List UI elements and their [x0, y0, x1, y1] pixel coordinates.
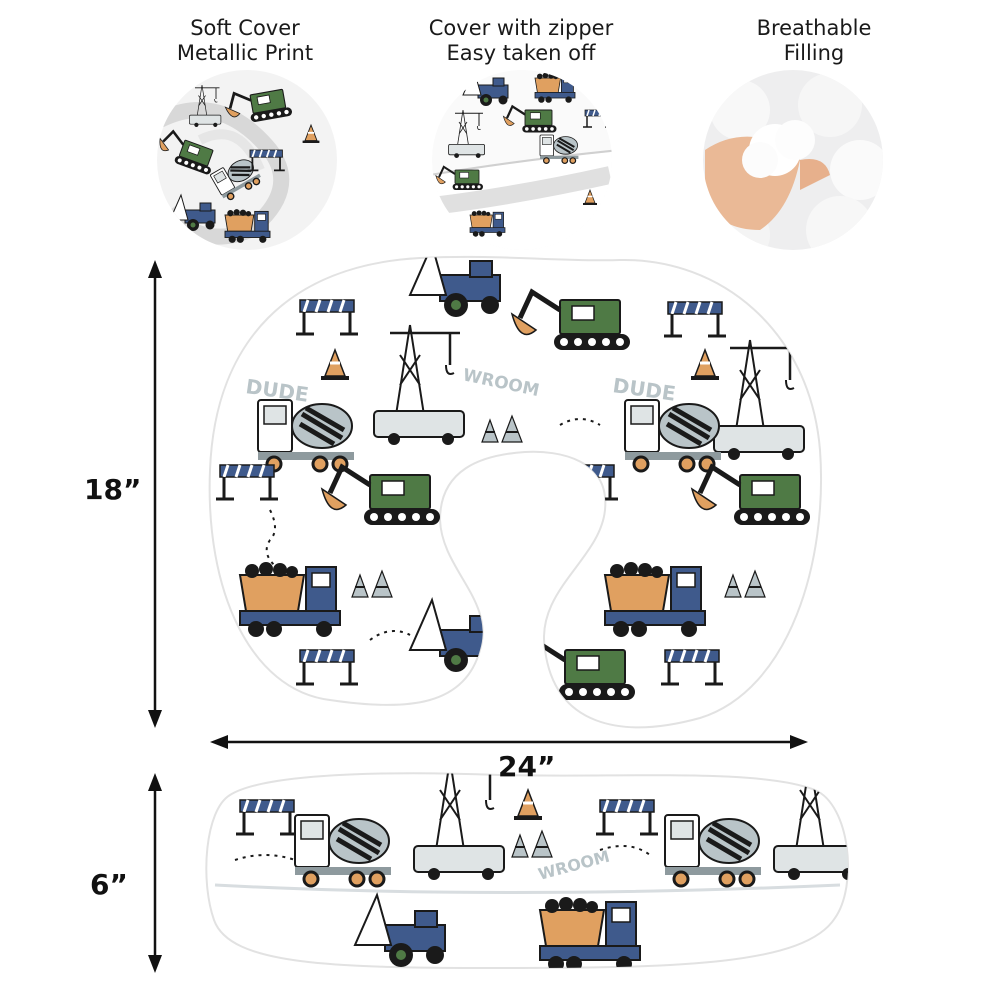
feature-caption: Soft Cover Metallic Print: [115, 16, 375, 66]
width-dimension-line: [210, 735, 808, 749]
feature-soft-cover: Soft Cover Metallic Print: [115, 0, 375, 66]
feature-zipper-cover: Cover with zipper Easy taken off: [391, 0, 651, 66]
zipper-cover-photo: [432, 70, 612, 250]
height-dimension-line: [148, 260, 162, 728]
depth-label: 6”: [90, 868, 128, 901]
caption-line: Breathable: [756, 16, 872, 40]
feature-caption: Breathable Filling: [684, 16, 944, 66]
width-label: 24”: [498, 750, 556, 783]
caption-line: Soft Cover: [190, 16, 300, 40]
nursing-pillow-top: [208, 255, 822, 729]
feature-caption: Cover with zipper Easy taken off: [391, 16, 651, 66]
caption-line: Cover with zipper: [428, 16, 614, 40]
breathable-filling-photo: [703, 70, 883, 250]
pillow-print-pattern: [214, 256, 810, 700]
side-print-pattern: [214, 773, 849, 968]
depth-dimension-line: [148, 773, 162, 973]
soft-cover-photo: [157, 70, 337, 250]
height-label: 18”: [84, 473, 142, 506]
caption-line: Metallic Print: [176, 41, 314, 65]
feature-breathable-filling: Breathable Filling: [684, 0, 944, 66]
caption-line: Filling: [783, 41, 845, 65]
caption-line: Easy taken off: [446, 41, 596, 65]
